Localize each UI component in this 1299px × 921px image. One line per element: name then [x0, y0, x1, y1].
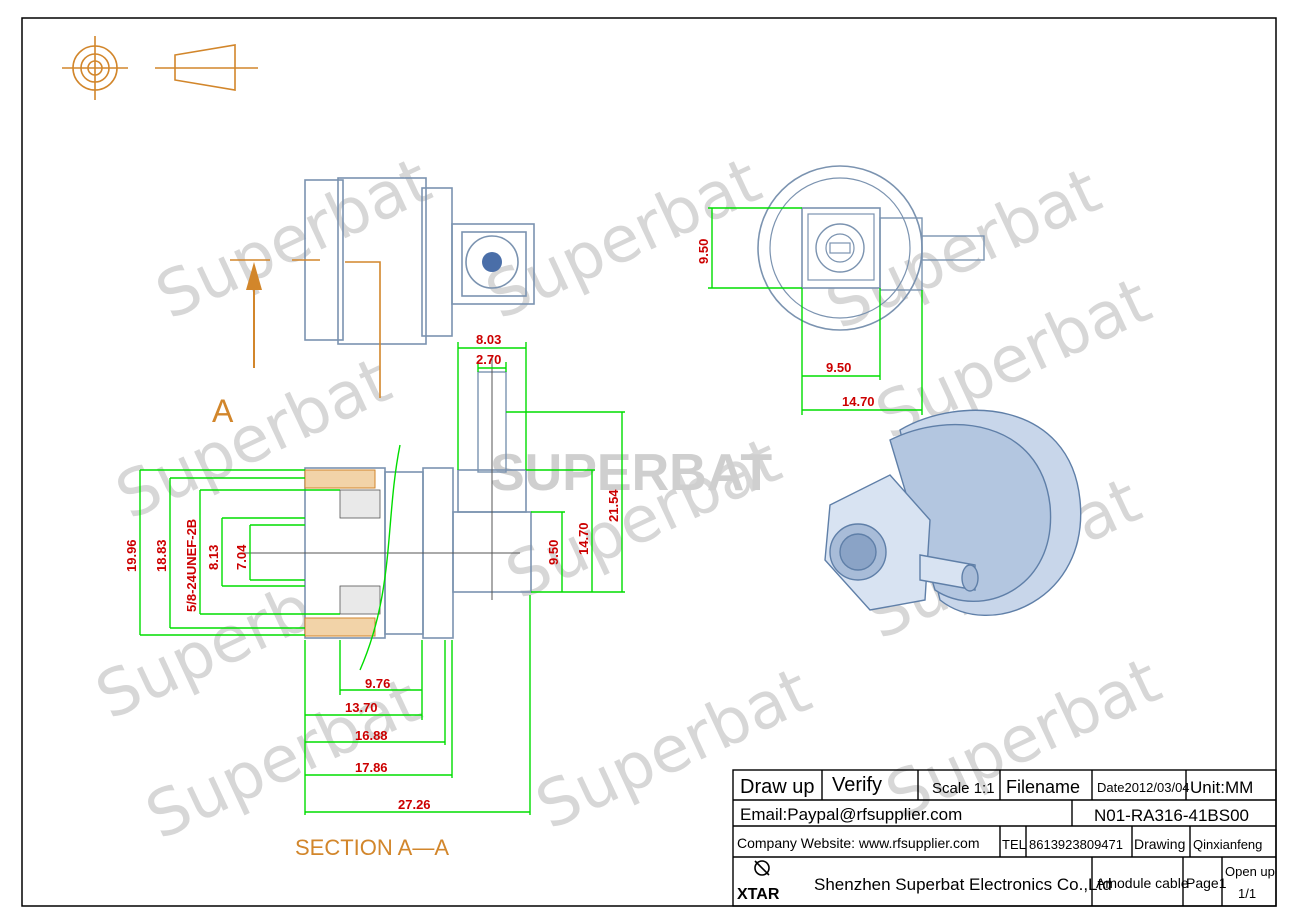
tb-scale: Scale 1:1 — [932, 780, 995, 797]
tb-logo: XTAR — [737, 886, 780, 903]
tb-drawer: Qinxianfeng — [1193, 837, 1262, 852]
drawing-border — [21, 17, 1277, 907]
tb-tel-label: TEL — [1002, 837, 1026, 852]
dim-7-04: 7.04 — [234, 544, 249, 570]
dim-13-70: 13.70 — [345, 700, 378, 715]
dim-19-96: 19.96 — [124, 539, 139, 572]
projection-symbol — [62, 36, 258, 100]
dim-16-88: 16.88 — [355, 728, 388, 743]
tb-drawing-label: Drawing — [1134, 836, 1185, 852]
tb-cable: Amodule cable — [1096, 875, 1189, 891]
dimension-lines — [139, 342, 625, 815]
watermark: Superbat — [145, 144, 441, 335]
dim-17-86: 17.86 — [355, 760, 388, 775]
pin-dot — [482, 252, 502, 272]
tb-tel: 8613923809471 — [1029, 837, 1123, 852]
dim-18-83: 18.83 — [154, 539, 169, 572]
section-title: SECTION A—A — [295, 835, 449, 860]
dim-8-13: 8.13 — [206, 545, 221, 570]
tb-page: Page1 — [1186, 875, 1227, 891]
tb-website: Company Website: www.rfsupplier.com — [737, 835, 980, 851]
logo-mark-icon — [754, 860, 770, 876]
dim-thread: 5/8-24UNEF-2B — [184, 519, 199, 612]
tb-draw-up: Draw up — [740, 776, 814, 798]
end-view-dimensions — [708, 207, 923, 415]
section-view — [240, 355, 532, 671]
dim-9-76: 9.76 — [365, 676, 390, 691]
perspective-view — [824, 409, 1082, 616]
tb-email: Email:Paypal@rfsupplier.com — [740, 805, 962, 824]
tb-company: Shenzhen Superbat Electronics Co.,Ltd — [814, 875, 1112, 894]
dim-14-70: 14.70 — [576, 522, 591, 555]
dim-9-50-end-vertical: 9.50 — [696, 239, 711, 264]
title-block — [732, 769, 1277, 907]
end-view — [757, 165, 985, 331]
watermark-bold: SUPERBAT — [490, 444, 772, 502]
watermark: Superbat — [475, 144, 771, 335]
tb-part-no: N01-RA316-41BS00 — [1094, 806, 1249, 825]
tb-verify: Verify — [832, 774, 882, 796]
dim-2-70: 2.70 — [476, 352, 501, 367]
tb-filename: Filename — [1006, 777, 1080, 797]
dim-9-50-side: 9.50 — [546, 540, 561, 565]
tb-date: Date2012/03/04 — [1097, 780, 1190, 795]
tb-open-up: Open up — [1225, 864, 1275, 879]
tb-unit: Unit:MM — [1190, 778, 1253, 797]
title-block-text: Draw up Verify Scale 1:1 Filename Date20… — [737, 774, 1275, 903]
section-marker — [230, 259, 381, 398]
tb-sheet: 1/1 — [1238, 886, 1256, 901]
dim-9-50-end-horizontal: 9.50 — [826, 360, 851, 375]
dim-14-70-end: 14.70 — [842, 394, 875, 409]
dim-27-26: 27.26 — [398, 797, 431, 812]
dimension-labels: 8.03 2.70 21.54 14.70 9.50 19.96 18.83 5… — [124, 239, 875, 812]
dim-21-54: 21.54 — [606, 489, 621, 522]
dim-8-03: 8.03 — [476, 332, 501, 347]
section-letter: A — [212, 393, 234, 429]
